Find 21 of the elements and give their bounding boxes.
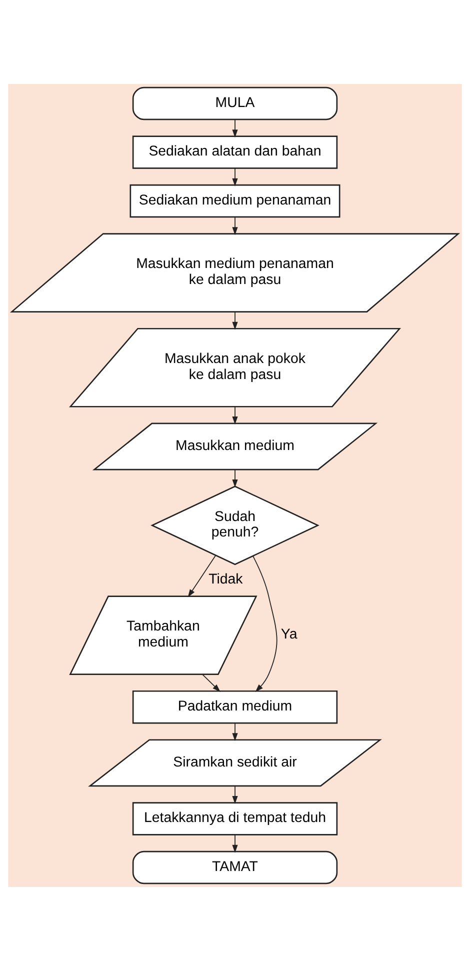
arrow <box>232 311 238 330</box>
node-box: Letakkannya di tempat teduh <box>132 802 338 836</box>
node-box: MULA <box>132 86 338 120</box>
arrow <box>232 786 238 804</box>
arrow <box>188 555 216 598</box>
arrow <box>232 406 238 424</box>
arrow <box>232 469 238 488</box>
edge-label: Ya <box>280 626 298 643</box>
arrow <box>202 674 220 692</box>
node-box: Sediakan alatan dan bahan <box>132 136 338 169</box>
edge-label: Tidak <box>208 572 243 588</box>
node-box: TAMAT <box>132 850 338 884</box>
arrow <box>232 216 238 236</box>
node-box: Sediakan medium penanaman <box>130 184 340 218</box>
arrow <box>232 119 238 138</box>
arrow <box>232 722 238 742</box>
arrow <box>232 834 238 853</box>
node-diamond: Sudah penuh? <box>150 486 320 566</box>
arrow <box>252 556 278 692</box>
node-box: Padatkan medium <box>132 690 338 724</box>
arrow <box>232 168 238 186</box>
